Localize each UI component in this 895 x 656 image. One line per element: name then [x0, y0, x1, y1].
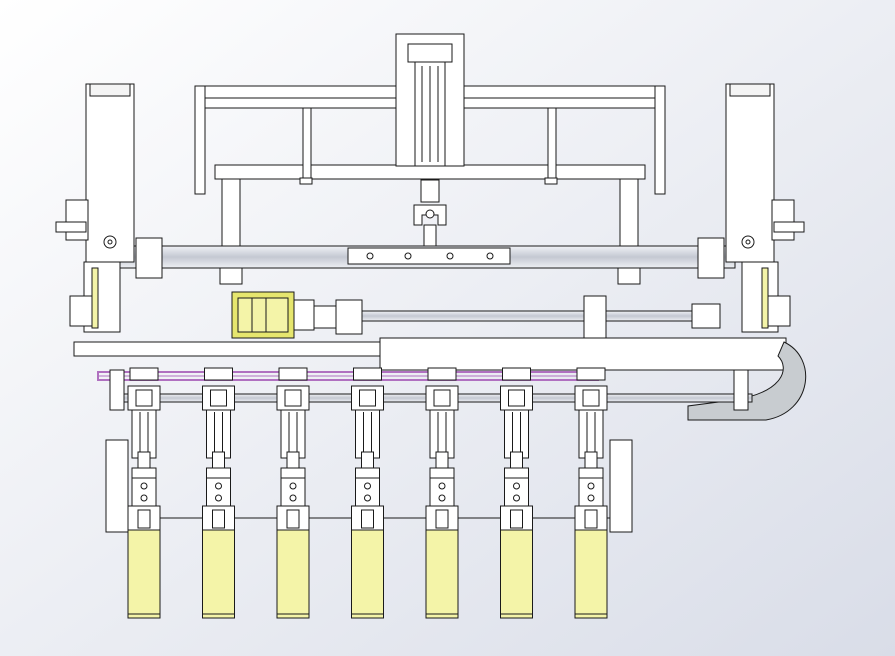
head-screw [215, 482, 222, 490]
belt-clamp [129, 367, 159, 381]
suction-cup-sleeve [425, 529, 459, 619]
head-mount [355, 467, 380, 479]
piston-rod [361, 451, 374, 469]
suction-cup-sleeve [202, 529, 235, 619]
rail-end-right [733, 369, 749, 411]
head-screw [587, 482, 595, 490]
cable-guide [687, 341, 807, 421]
gripper-unit [574, 367, 608, 619]
head-mount [429, 467, 455, 479]
side-plate-right [609, 439, 633, 533]
head-mount [504, 467, 529, 479]
rail-end-left [109, 369, 125, 411]
piston-rod [510, 451, 523, 469]
shaft-collar-right [697, 237, 725, 279]
head-screw [438, 482, 446, 490]
head-body [131, 477, 157, 507]
vertical-guide [280, 409, 306, 459]
head-screw [513, 494, 520, 502]
head-body [578, 477, 604, 507]
belt-clamp [278, 367, 308, 381]
head-body [355, 477, 380, 507]
suction-cup-sleeve [351, 529, 384, 619]
belt-clamp [502, 367, 531, 381]
head-screw [289, 482, 297, 490]
bracket-hole-3 [446, 252, 454, 260]
lift-cylinder [395, 33, 465, 248]
vertical-guide [355, 409, 380, 459]
gripper-unit [425, 367, 459, 619]
chuck-core [212, 509, 225, 529]
slide-bearing [359, 389, 376, 407]
vertical-guide [131, 409, 157, 459]
head-mount [206, 467, 231, 479]
head-screw [364, 482, 371, 490]
center-bracket [347, 247, 511, 265]
chuck-core [286, 509, 300, 529]
slide-bearing [508, 389, 525, 407]
chuck-core [137, 509, 151, 529]
slide-bearing [582, 389, 600, 407]
head-screw [513, 482, 520, 490]
piston-rod [137, 451, 151, 469]
belt-clamp [353, 367, 382, 381]
chuck-core [361, 509, 374, 529]
stepper-motor [231, 291, 363, 339]
vertical-guide [578, 409, 604, 459]
head-screw [289, 494, 297, 502]
piston-rod [584, 451, 598, 469]
head-screw [140, 482, 148, 490]
slide-bearing [433, 389, 451, 407]
head-screw [438, 494, 446, 502]
slide-bearing [284, 389, 302, 407]
screw-end-bearing [691, 303, 721, 329]
head-mount [131, 467, 157, 479]
head-screw [587, 494, 595, 502]
slide-bearing [135, 389, 153, 407]
head-screw [215, 494, 222, 502]
slide-bearing [210, 389, 227, 407]
left-column [55, 83, 135, 333]
head-body [429, 477, 455, 507]
head-screw [140, 494, 148, 502]
vertical-guide [206, 409, 231, 459]
vertical-guide [429, 409, 455, 459]
vertical-guide [504, 409, 529, 459]
suction-cup-sleeve [127, 529, 161, 619]
head-mount [578, 467, 604, 479]
piston-rod [286, 451, 300, 469]
head-body [504, 477, 529, 507]
piston-rod [435, 451, 449, 469]
gripper-unit [500, 367, 533, 619]
chuck-core [510, 509, 523, 529]
bracket-hole-4 [486, 252, 494, 260]
lead-screw [361, 310, 693, 322]
head-body [206, 477, 231, 507]
carriage-beam [379, 337, 787, 371]
head-screw [364, 494, 371, 502]
belt-clamp [576, 367, 606, 381]
head-body [280, 477, 306, 507]
gripper-unit [202, 367, 235, 619]
belt-clamp [427, 367, 457, 381]
gripper-unit [276, 367, 310, 619]
bracket-hole-1 [366, 252, 374, 260]
chuck-core [435, 509, 449, 529]
gripper-unit [127, 367, 161, 619]
suction-cup-sleeve [500, 529, 533, 619]
side-plate-left [105, 439, 129, 533]
right-column [725, 83, 805, 333]
belt-clamp [204, 367, 233, 381]
screw-nut-block [583, 295, 607, 341]
suction-cup-sleeve [574, 529, 608, 619]
bracket-hole-2 [404, 252, 412, 260]
piston-rod [212, 451, 225, 469]
chuck-core [584, 509, 598, 529]
shaft-collar-left [135, 237, 163, 279]
suction-cup-sleeve [276, 529, 310, 619]
head-mount [280, 467, 306, 479]
gripper-unit [351, 367, 384, 619]
